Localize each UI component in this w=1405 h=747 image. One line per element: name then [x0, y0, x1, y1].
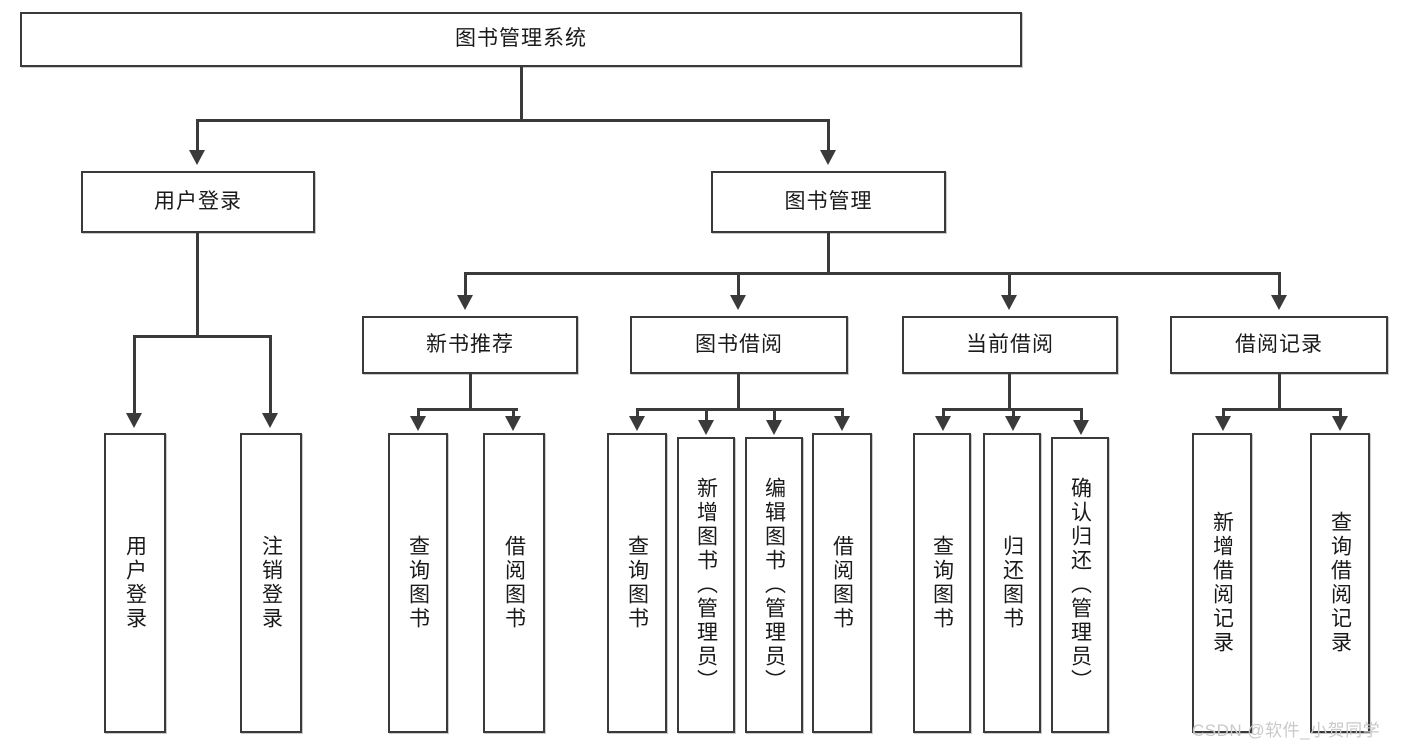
- arrow-root-to-user-login: [189, 150, 205, 165]
- node-new-book-recommend-label: 新书推荐: [426, 332, 514, 356]
- arrow-to-leaf-query-book-3: [935, 416, 951, 431]
- connector-bb-drop-3: [773, 408, 776, 422]
- arrow-to-leaf-logout-login: [262, 413, 278, 428]
- connector-br-stem: [1278, 374, 1281, 408]
- connector-bb-stem: [737, 374, 740, 408]
- connector-nbr-stem: [469, 374, 472, 408]
- leaf-return-book[interactable]: 归还图书: [983, 433, 1041, 733]
- arrow-to-leaf-borrow-book-2: [834, 416, 850, 431]
- arrow-to-leaf-confirm-return: [1073, 420, 1089, 435]
- connector-bb-drop-1: [636, 408, 639, 418]
- node-book-borrow[interactable]: 图书借阅: [630, 316, 848, 374]
- connector-bm-drop-4: [1278, 272, 1281, 297]
- node-current-borrow-label: 当前借阅: [966, 332, 1054, 356]
- connector-root-to-book-management: [827, 119, 830, 152]
- node-book-management-label: 图书管理: [784, 189, 873, 213]
- connector-cb-stem: [1008, 374, 1011, 408]
- node-user-login-label: 用户登录: [154, 189, 242, 213]
- leaf-query-book-3-label: 查询图书: [930, 535, 954, 631]
- arrow-to-leaf-add-record: [1215, 416, 1231, 431]
- leaf-query-book-3[interactable]: 查询图书: [913, 433, 971, 733]
- connector-user-login-bus: [133, 335, 272, 338]
- leaf-add-book[interactable]: 新增图书（管理员）: [677, 437, 735, 733]
- connector-book-management-stem: [827, 233, 830, 272]
- arrow-to-leaf-query-book-1: [410, 416, 426, 431]
- arrow-to-leaf-return-book: [1005, 416, 1021, 431]
- leaf-confirm-return-label: 确认归还（管理员）: [1068, 477, 1092, 693]
- leaf-borrow-book-1[interactable]: 借阅图书: [483, 433, 545, 733]
- leaf-logout-login[interactable]: 注销登录: [240, 433, 302, 733]
- connector-bb-bus: [636, 408, 844, 411]
- connector-root-stem: [520, 67, 523, 119]
- leaf-confirm-return[interactable]: 确认归还（管理员）: [1051, 437, 1109, 733]
- arrow-to-leaf-user-login: [126, 413, 142, 428]
- arrow-to-borrow-record: [1271, 295, 1287, 310]
- arrow-to-leaf-query-record: [1332, 416, 1348, 431]
- connector-nbr-drop-2: [512, 408, 515, 418]
- connector-user-login-drop-2: [269, 335, 272, 415]
- connector-bb-drop-4: [841, 408, 844, 418]
- connector-cb-drop-2: [1012, 408, 1015, 418]
- leaf-borrow-book-2-label: 借阅图书: [830, 535, 854, 631]
- connector-cb-drop-3: [1080, 408, 1083, 422]
- connector-user-login-drop-1: [133, 335, 136, 415]
- node-root-label: 图书管理系统: [455, 27, 587, 51]
- arrow-to-leaf-add-book: [698, 420, 714, 435]
- connector-nbr-drop-1: [417, 408, 420, 418]
- connector-br-drop-1: [1222, 408, 1225, 418]
- leaf-query-book-2-label: 查询图书: [625, 535, 649, 631]
- leaf-query-book-1-label: 查询图书: [406, 535, 430, 631]
- leaf-query-record[interactable]: 查询借阅记录: [1310, 433, 1370, 733]
- connector-root-bus: [196, 119, 830, 122]
- connector-cb-drop-1: [942, 408, 945, 418]
- arrow-root-to-book-management: [820, 150, 836, 165]
- leaf-borrow-book-2[interactable]: 借阅图书: [812, 433, 872, 733]
- connector-bm-drop-2: [737, 272, 740, 297]
- connector-user-login-stem: [196, 233, 199, 335]
- leaf-query-book-2[interactable]: 查询图书: [607, 433, 667, 733]
- leaf-logout-login-label: 注销登录: [259, 535, 283, 631]
- connector-bm-drop-3: [1008, 272, 1011, 297]
- connector-root-to-user-login: [196, 119, 199, 152]
- leaf-query-record-label: 查询借阅记录: [1328, 511, 1352, 655]
- node-borrow-record-label: 借阅记录: [1235, 332, 1323, 356]
- csdn-watermark: CSDN @软件_小贺同学: [1192, 721, 1381, 740]
- leaf-user-login[interactable]: 用户登录: [104, 433, 166, 733]
- arrow-to-current-borrow: [1001, 295, 1017, 310]
- connector-br-bus: [1222, 408, 1342, 411]
- node-current-borrow[interactable]: 当前借阅: [902, 316, 1118, 374]
- connector-book-management-bus: [464, 272, 1281, 275]
- leaf-add-record-label: 新增借阅记录: [1210, 511, 1234, 655]
- node-borrow-record[interactable]: 借阅记录: [1170, 316, 1388, 374]
- node-book-management[interactable]: 图书管理: [711, 171, 946, 233]
- node-book-borrow-label: 图书借阅: [695, 332, 783, 356]
- node-user-login[interactable]: 用户登录: [81, 171, 315, 233]
- leaf-add-book-label: 新增图书（管理员）: [694, 477, 718, 693]
- leaf-add-record[interactable]: 新增借阅记录: [1192, 433, 1252, 733]
- leaf-query-book-1[interactable]: 查询图书: [388, 433, 448, 733]
- arrow-to-leaf-borrow-book-1: [505, 416, 521, 431]
- leaf-user-login-label: 用户登录: [123, 535, 147, 631]
- leaf-borrow-book-1-label: 借阅图书: [502, 535, 526, 631]
- node-new-book-recommend[interactable]: 新书推荐: [362, 316, 578, 374]
- arrow-to-new-book-recommend: [457, 295, 473, 310]
- arrow-to-leaf-edit-book: [766, 420, 782, 435]
- connector-bb-drop-2: [705, 408, 708, 422]
- leaf-edit-book[interactable]: 编辑图书（管理员）: [745, 437, 803, 733]
- arrow-to-book-borrow: [730, 295, 746, 310]
- connector-bm-drop-1: [464, 272, 467, 297]
- connector-nbr-bus: [417, 408, 518, 411]
- arrow-to-leaf-query-book-2: [629, 416, 645, 431]
- leaf-edit-book-label: 编辑图书（管理员）: [762, 477, 786, 693]
- connector-br-drop-2: [1339, 408, 1342, 418]
- node-root[interactable]: 图书管理系统: [20, 12, 1022, 67]
- leaf-return-book-label: 归还图书: [1000, 535, 1024, 631]
